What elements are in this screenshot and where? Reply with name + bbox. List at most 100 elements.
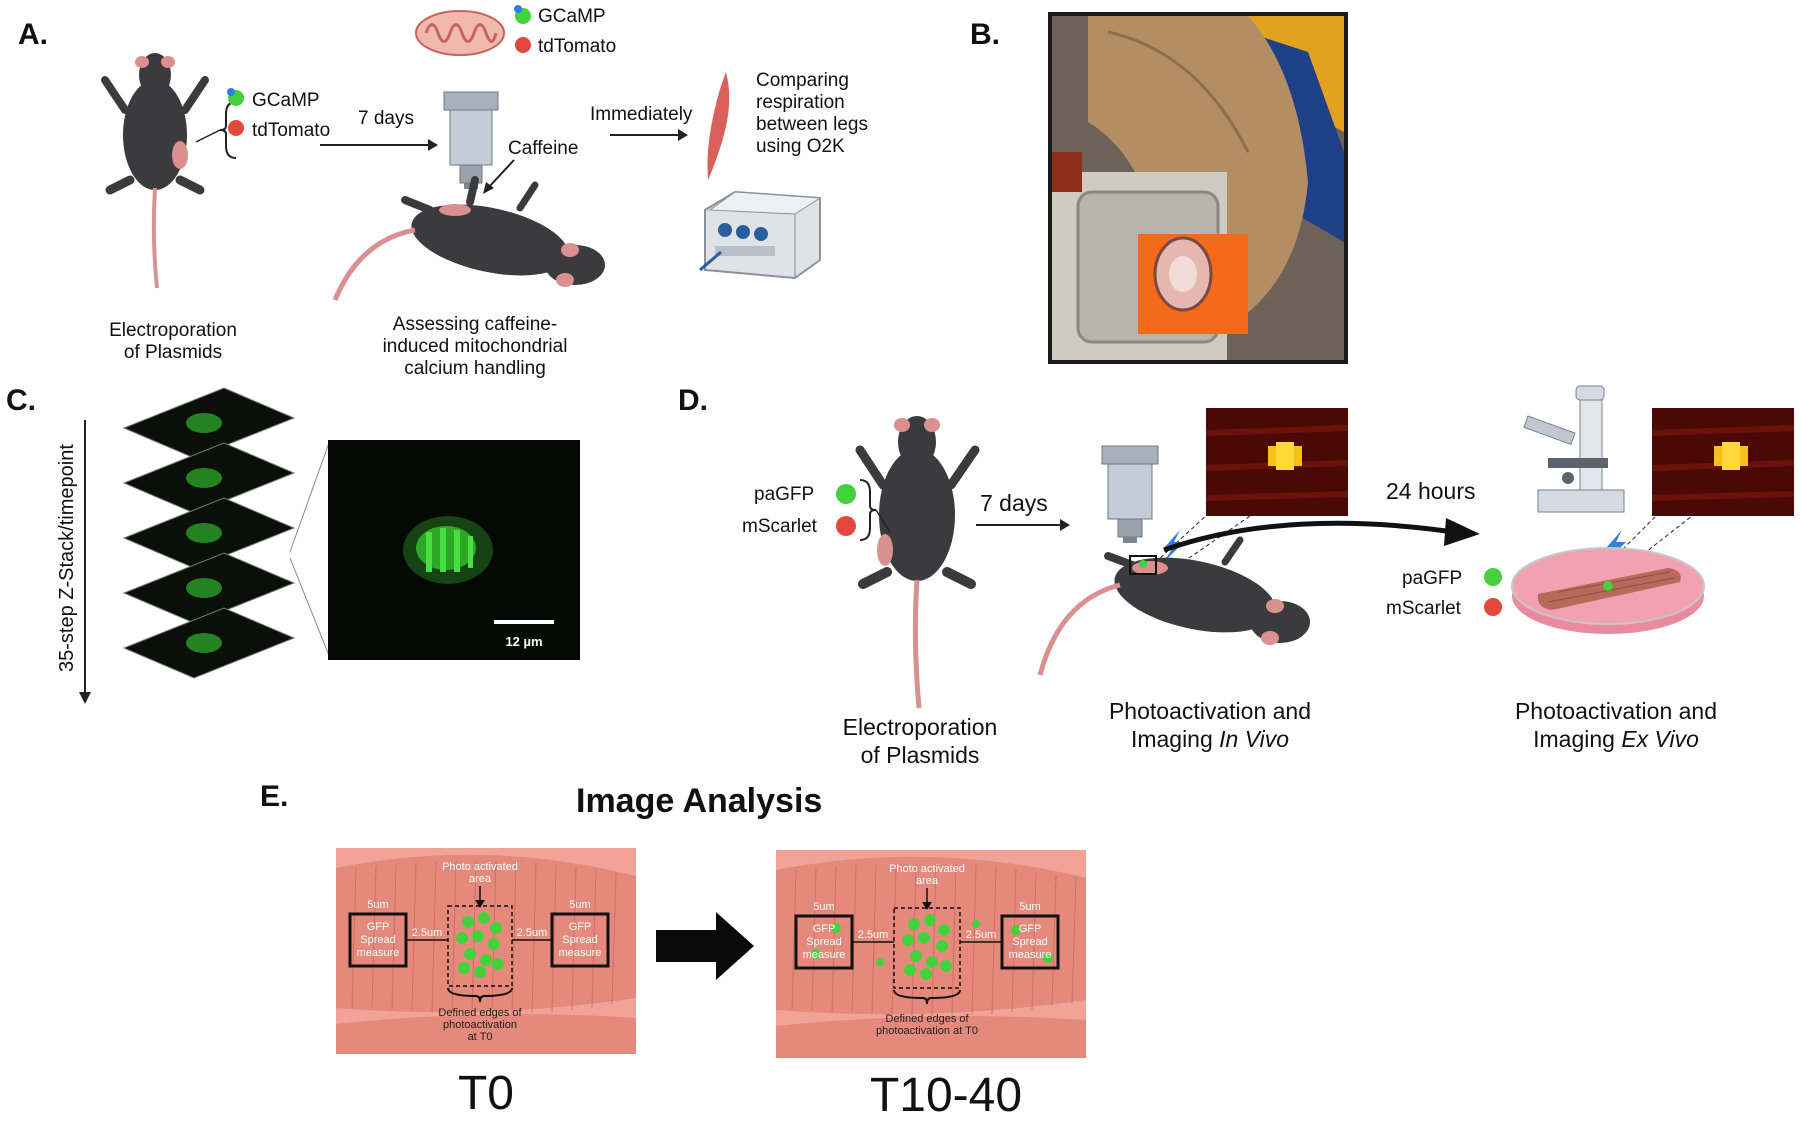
tdtomato-top-icon <box>515 37 531 53</box>
pagfp-label-d2: paGFP <box>1402 568 1463 589</box>
arrow-7days-a <box>320 139 438 151</box>
photo-activated-t0-2: area <box>469 873 492 885</box>
measure-t0-left: measure <box>357 947 400 959</box>
gfp-t1040-right: GFP <box>1019 923 1042 935</box>
gcamp-protein-icon <box>227 88 244 106</box>
defined-t0-1: Defined edges of <box>438 1007 522 1019</box>
muscle-panel-t1040: Photo activated area 5um 5um 2.5um 2.5um… <box>776 850 1086 1058</box>
respiration-label: respiration <box>756 92 845 113</box>
five-um-t0-left: 5um <box>367 899 388 911</box>
o2k-machine-icon <box>699 190 822 280</box>
panel-d-label: D. <box>678 384 708 417</box>
defined-t0-2: photoactivation <box>443 1019 517 1031</box>
slice-5 <box>122 607 296 679</box>
five-um-t0-right: 5um <box>569 899 590 911</box>
panel-a-label: A. <box>18 18 48 51</box>
t1040-label: T10-40 <box>869 1069 1023 1122</box>
muscle-panel-t0: Photo activated area 5um 5um 2.5um 2.5um… <box>336 848 636 1054</box>
between-legs-label: between legs <box>756 114 868 135</box>
photo-activated-t1040-2: area <box>916 875 939 887</box>
gcamp-top-icon <box>514 5 531 24</box>
invivo-line2-b: In Vivo <box>1219 726 1290 752</box>
pagfp-label-d: paGFP <box>754 484 815 505</box>
image-analysis-title: Image Analysis <box>576 782 823 820</box>
laser-bolt-icon-d2 <box>1604 530 1626 564</box>
caffeine-label: Caffeine <box>508 138 579 159</box>
five-um-t1040-left: 5um <box>813 901 834 913</box>
five-um-t1040-right: 5um <box>1019 901 1040 913</box>
electroporation-a-line1: Electroporation <box>109 320 237 341</box>
two5-um-t1040-right: 2.5um <box>966 929 997 941</box>
fluorescence-inset-exvivo <box>1651 408 1795 516</box>
immediately-label: Immediately <box>590 104 693 125</box>
arrow-24hours <box>1163 518 1480 553</box>
arrow-immediately <box>610 129 688 141</box>
spread-t0-left: Spread <box>360 934 395 946</box>
zstack-slices <box>122 387 296 679</box>
tdtomato-label: tdTomato <box>252 120 331 141</box>
caffeine-arrow <box>483 159 515 194</box>
seven-days-label-a: 7 days <box>358 108 414 129</box>
block-arrow-icon <box>656 912 754 980</box>
t0-label: T0 <box>457 1067 514 1120</box>
invivo-line2-a: Imaging <box>1130 726 1220 752</box>
exvivo-line2: Imaging Ex Vivo <box>1486 726 1746 753</box>
invivo-line1: Photoactivation and <box>1108 698 1312 724</box>
defined-t1040-1: Defined edges of <box>885 1013 969 1025</box>
assessing-line1: Assessing caffeine- <box>392 314 558 335</box>
two5-um-t0-left: 2.5um <box>412 927 443 939</box>
mscarlet-label-d: mScarlet <box>742 516 817 537</box>
muscle-icon <box>707 72 730 180</box>
gcamp-top-label: GCaMP <box>538 6 606 27</box>
exvivo-line1: Photoactivation and <box>1514 698 1718 724</box>
mscarlet-icon-d2 <box>1484 598 1502 616</box>
tdtomato-protein-icon <box>228 120 244 136</box>
zoom-lines <box>289 439 331 659</box>
mitochondrion-icon <box>415 10 505 56</box>
bracket-a <box>195 101 237 159</box>
gfp-t0-left: GFP <box>367 921 390 933</box>
upright-microscope-icon <box>1523 385 1625 513</box>
fluorescence-inset-invivo <box>1205 408 1349 516</box>
zoomed-fluorescence-image: 12 µm <box>328 440 580 660</box>
assessing-line3: calcium handling <box>404 358 546 379</box>
two5-um-t1040-left: 2.5um <box>858 929 889 941</box>
photo-activated-t1040-1: Photo activated <box>889 863 965 875</box>
petri-dish-icon <box>1511 547 1705 634</box>
seven-days-label-d: 7 days <box>980 490 1048 516</box>
spread-t0-right: Spread <box>562 934 597 946</box>
exvivo-line2-a: Imaging <box>1533 726 1622 752</box>
measure-t0-right: measure <box>559 947 602 959</box>
tdtomato-top-label: tdTomato <box>538 36 617 57</box>
comparing-label: Comparing <box>756 70 849 91</box>
photo-mouse-on-stage <box>1048 12 1348 364</box>
mscarlet-icon-d <box>836 516 856 536</box>
slice-3 <box>122 497 296 569</box>
measure-t1040-right: measure <box>1009 949 1052 961</box>
defined-t1040-2: photoactivation at T0 <box>876 1025 978 1037</box>
measure-t1040-left: measure <box>803 949 846 961</box>
objective-icon-a <box>443 91 499 189</box>
using-o2k-label: using O2K <box>756 136 845 157</box>
defined-t0-3: at T0 <box>468 1031 493 1043</box>
spread-t1040-left: Spread <box>806 936 841 948</box>
two5-um-t0-right: 2.5um <box>517 927 548 939</box>
exvivo-line2-b: Ex Vivo <box>1621 726 1699 752</box>
mouse-lying-icon-d <box>1037 536 1310 676</box>
pagfp-icon-d2 <box>1484 568 1502 586</box>
zstack-label: 35-step Z-Stack/timepoint <box>56 444 78 672</box>
slice-1 <box>122 387 296 459</box>
objective-icon-d <box>1101 445 1159 543</box>
invivo-line2: Imaging In Vivo <box>1080 726 1340 753</box>
zstack-arrow <box>79 420 91 704</box>
mscarlet-label-d2: mScarlet <box>1386 598 1461 619</box>
gcamp-label: GCaMP <box>252 90 320 111</box>
gfp-t1040-left: GFP <box>813 923 836 935</box>
gfp-t0-right: GFP <box>569 921 592 933</box>
assessing-line2: induced mitochondrial <box>382 336 568 357</box>
scale-bar-big: 12 µm <box>505 634 542 649</box>
mouse-standing-icon-d <box>855 416 980 709</box>
mouse-lying-icon-a <box>332 176 605 301</box>
panel-e-label: E. <box>260 780 289 813</box>
electroporation-d-line2: of Plasmids <box>860 742 980 768</box>
